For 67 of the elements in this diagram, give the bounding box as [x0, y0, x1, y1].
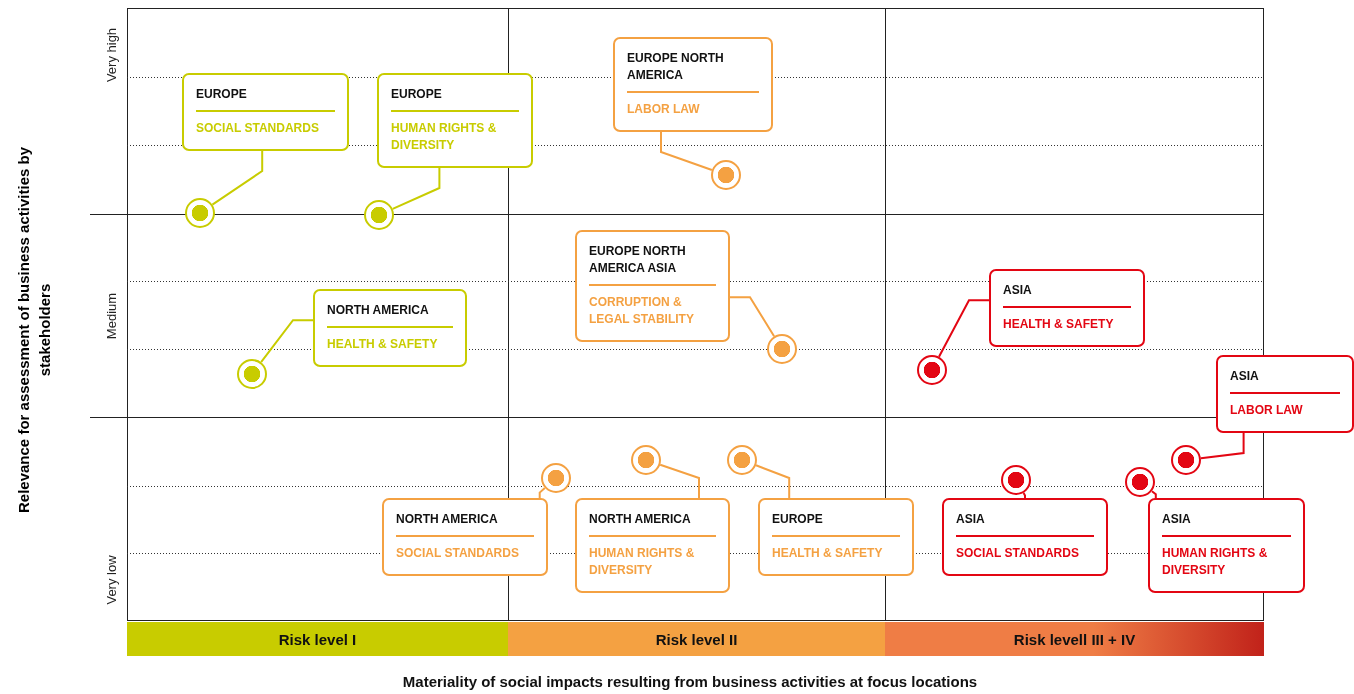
leader-line — [1022, 492, 1026, 499]
risk-level-bar: Risk level II — [508, 622, 885, 656]
marker-dot — [917, 355, 947, 385]
marker-dot — [1171, 445, 1201, 475]
marker-dot — [185, 198, 215, 228]
leader-line — [260, 319, 314, 364]
marker-dot — [364, 200, 394, 230]
marker-dot — [767, 334, 797, 364]
marker-dot — [727, 445, 757, 475]
topic-label: CORRUPTION & LEGAL STABILITY — [589, 294, 695, 328]
topic-label: SOCIAL STANDARDS — [196, 120, 320, 137]
topic-label: HEALTH & SAFETY — [772, 545, 884, 562]
callout-box — [575, 498, 730, 593]
leader-line — [660, 131, 713, 171]
region-heading: ASIA — [1003, 282, 1033, 299]
region-heading: ASIA — [956, 511, 986, 528]
topic-label: LABOR LAW — [627, 101, 701, 118]
region-heading: EUROPE — [391, 86, 443, 103]
callout-box — [313, 289, 467, 367]
callout-box — [182, 73, 349, 151]
axis-title: Materiality of social impacts resulting from business activities at focus locations — [401, 673, 979, 690]
risk-level-bar: Risk levell III + IV — [885, 622, 1264, 656]
callout-box — [377, 73, 533, 168]
axis-title: Relevance for assessment of business activities by stakeholders — [14, 146, 54, 515]
axis-tick-label: Medium — [104, 291, 120, 342]
callout-box — [989, 269, 1145, 347]
leader-line — [1199, 432, 1245, 460]
leader-line — [729, 296, 776, 338]
leader-line — [659, 463, 700, 499]
callout-box — [575, 230, 730, 342]
marker-dot — [1001, 465, 1031, 495]
topic-label: SOCIAL STANDARDS — [396, 545, 520, 562]
axis-tick-label: Very high — [104, 26, 120, 85]
callout-box — [613, 37, 773, 132]
region-heading: EUROPE — [196, 86, 248, 103]
callout-box — [382, 498, 548, 576]
marker-dot — [237, 359, 267, 389]
region-heading: EUROPE NORTH AMERICA — [627, 50, 725, 84]
topic-label: HEALTH & SAFETY — [1003, 316, 1115, 333]
region-heading: ASIA — [1230, 368, 1260, 385]
callout-box — [758, 498, 914, 576]
region-heading: EUROPE — [772, 511, 824, 528]
callout-box — [1216, 355, 1354, 433]
topic-label: LABOR LAW — [1230, 402, 1304, 419]
topic-label: HUMAN RIGHTS & DIVERSITY — [1162, 545, 1269, 579]
marker-dot — [631, 445, 661, 475]
leader-line — [211, 150, 264, 206]
leader-line — [391, 167, 441, 210]
marker-dot — [541, 463, 571, 493]
topic-label: HUMAN RIGHTS & DIVERSITY — [391, 120, 498, 154]
marker-dot — [1125, 467, 1155, 497]
region-heading: ASIA — [1162, 511, 1192, 528]
risk-level-bar: Risk level I — [127, 622, 508, 656]
leader-line — [1150, 490, 1157, 499]
topic-label: SOCIAL STANDARDS — [956, 545, 1080, 562]
topic-label: HEALTH & SAFETY — [327, 336, 439, 353]
topic-label: HUMAN RIGHTS & DIVERSITY — [589, 545, 696, 579]
callout-box — [1148, 498, 1305, 593]
marker-dot — [711, 160, 741, 190]
region-heading: NORTH AMERICA — [589, 511, 692, 528]
region-heading: NORTH AMERICA — [327, 302, 430, 319]
axis-tick-label: Very low — [104, 554, 120, 607]
leader-line — [938, 299, 990, 358]
leader-line — [755, 464, 791, 499]
region-heading: EUROPE NORTH AMERICA ASIA — [589, 243, 687, 277]
callout-box — [942, 498, 1108, 576]
region-heading: NORTH AMERICA — [396, 511, 499, 528]
